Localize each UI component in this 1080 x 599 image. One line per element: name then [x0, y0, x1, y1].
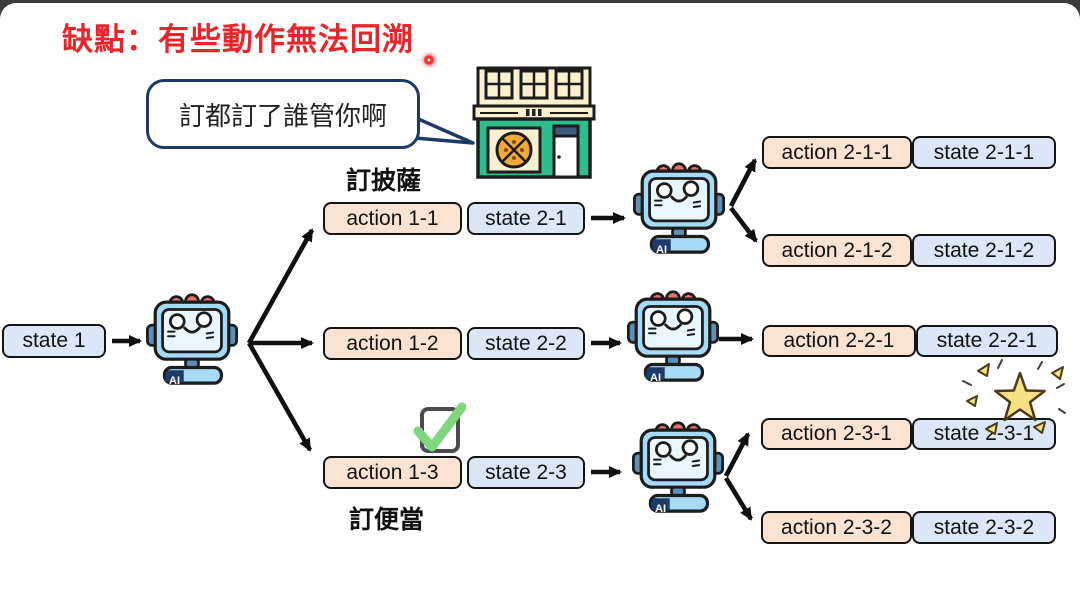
robot-2-3-icon: AI	[632, 417, 724, 516]
action-2-2-1-box: action 2-2-1	[762, 325, 916, 357]
robot-icon	[632, 417, 724, 516]
robot-ai-badge: AI	[656, 244, 667, 256]
laser-pointer-dot	[420, 51, 438, 69]
action-2-3-2-box: action 2-3-2	[761, 511, 912, 544]
robot-ai-badge: AI	[650, 372, 661, 384]
pizza-shop-icon	[472, 66, 596, 179]
state-2-1-box: state 2-1	[467, 202, 585, 235]
action-2-1-1-box: action 2-1-1	[762, 136, 912, 169]
action-1-1-box: action 1-1	[323, 202, 462, 235]
robot-2-1-icon: AI	[633, 158, 725, 257]
state-2-3-box: state 2-3	[467, 456, 585, 489]
action-2-3-1-box: action 2-3-1	[761, 418, 912, 450]
star-icon	[962, 359, 1066, 435]
state-2-1-2-box: state 2-1-2	[912, 234, 1056, 267]
state-1-box: state 1	[2, 324, 106, 358]
robot-2-2-icon: AI	[627, 286, 719, 385]
speech-bubble-text: 訂都訂了誰管你啊	[178, 100, 387, 131]
robot-icon	[146, 289, 238, 388]
state-2-1-1-box: state 2-1-1	[912, 136, 1056, 169]
robot-icon	[627, 286, 719, 385]
robot-ai-badge: AI	[655, 503, 666, 515]
pizza-branch-label: 訂披薩	[346, 167, 422, 195]
robot-root-icon: AI	[146, 289, 238, 388]
robot-icon	[633, 158, 725, 257]
state-2-3-1-box: state 2-3-1	[912, 418, 1056, 450]
checkbox-checked-icon	[413, 402, 466, 453]
bento-branch-label: 訂便當	[349, 506, 425, 534]
state-2-3-2-box: state 2-3-2	[912, 511, 1056, 544]
speech-bubble: 訂都訂了誰管你啊	[146, 79, 420, 149]
slide-title: 缺點：有些動作無法回溯	[62, 22, 414, 57]
action-2-1-2-box: action 2-1-2	[762, 234, 912, 267]
robot-ai-badge: AI	[169, 375, 180, 387]
state-2-2-1-box: state 2-2-1	[916, 325, 1058, 357]
state-2-2-box: state 2-2	[467, 327, 585, 360]
action-1-2-box: action 1-2	[323, 327, 462, 360]
action-1-3-box: action 1-3	[323, 456, 462, 489]
